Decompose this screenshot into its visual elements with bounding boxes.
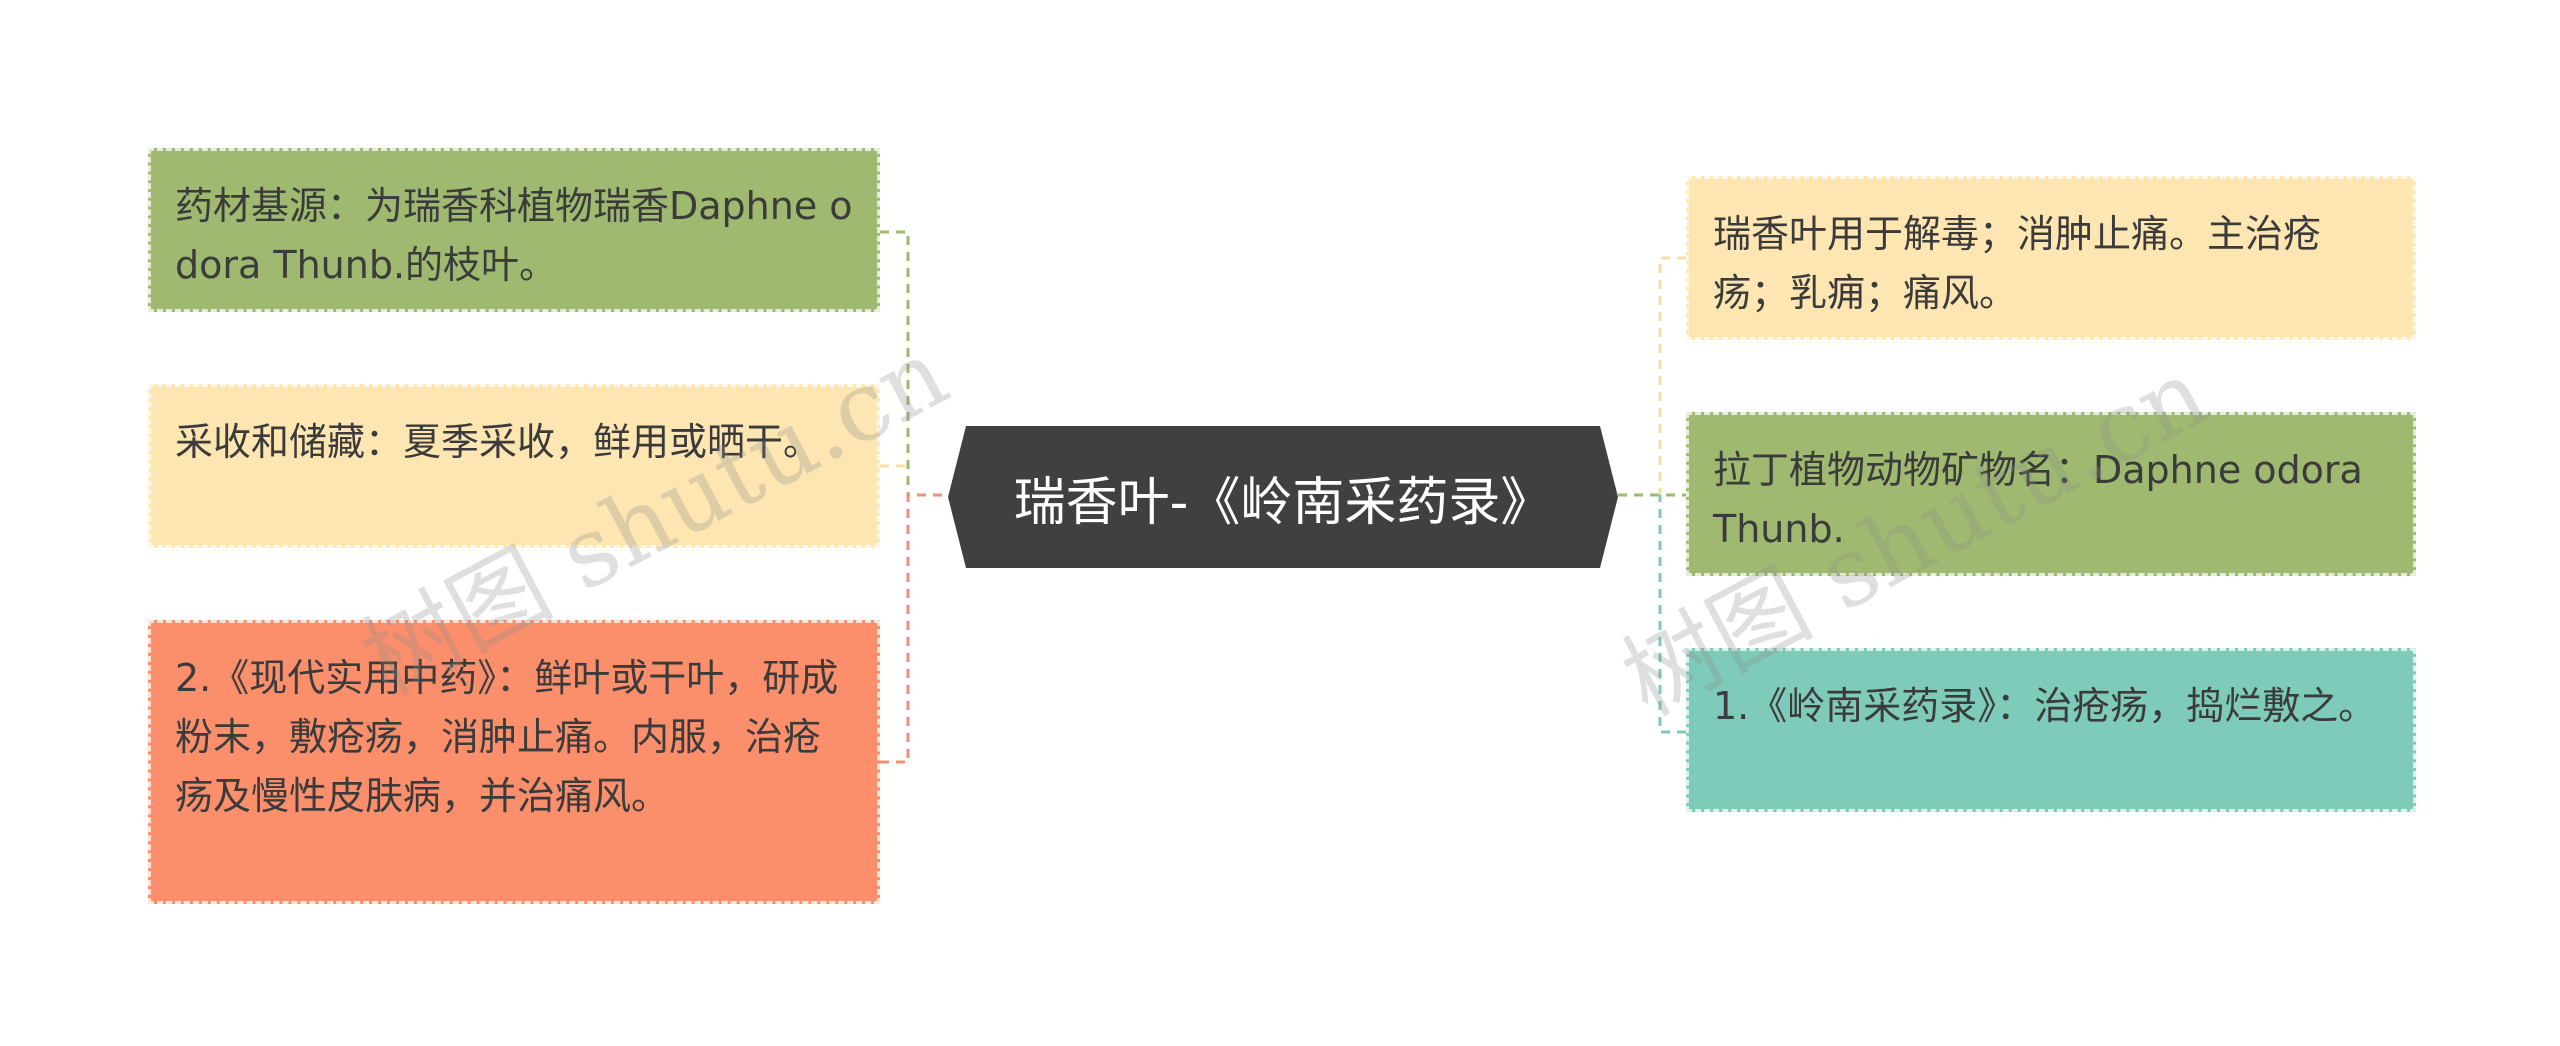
- right-node-usage-text: 瑞香叶用于解毒；消肿止痛。主治疮疡；乳痈；痛风。: [1713, 212, 2322, 315]
- connector-right-1: [1658, 256, 1686, 495]
- connector-left-1: [880, 230, 910, 495]
- right-node-lingnan-record[interactable]: 1.《岭南采药录》：治疮疡，捣烂敷之。: [1686, 648, 2416, 812]
- right-node-lingnan-record-text: 1.《岭南采药录》：治疮疡，捣烂敷之。: [1713, 684, 2377, 728]
- left-node-modern-medicine[interactable]: 2.《现代实用中药》：鲜叶或干叶，研成粉末，敷疮疡，消肿止痛。内服，治疮疡及慢性…: [148, 620, 880, 904]
- right-node-usage[interactable]: 瑞香叶用于解毒；消肿止痛。主治疮疡；乳痈；痛风。: [1686, 176, 2416, 340]
- left-node-source[interactable]: 药材基源：为瑞香科植物瑞香Daphne odora Thunb.的枝叶。: [148, 148, 880, 312]
- central-topic-background: [948, 426, 1618, 568]
- right-node-latin-name-text: 拉丁植物动物矿物名：Daphne odora Thunb.: [1713, 448, 2363, 551]
- central-topic-label: 瑞香叶-《岭南采药录》: [1013, 472, 1553, 533]
- left-node-harvest-text: 采收和储藏：夏季采收，鲜用或晒干。: [175, 420, 822, 464]
- central-topic[interactable]: 瑞香叶-《岭南采药录》: [948, 426, 1618, 568]
- left-node-modern-medicine-text: 2.《现代实用中药》：鲜叶或干叶，研成粉末，敷疮疡，消肿止痛。内服，治疮疡及慢性…: [175, 656, 839, 818]
- left-node-source-text: 药材基源：为瑞香科植物瑞香Daphne odora Thunb.的枝叶。: [175, 184, 853, 287]
- connector-right-3: [1658, 495, 1686, 734]
- left-node-harvest[interactable]: 采收和储藏：夏季采收，鲜用或晒干。: [148, 384, 880, 548]
- right-node-latin-name[interactable]: 拉丁植物动物矿物名：Daphne odora Thunb.: [1686, 412, 2416, 576]
- connector-left-3: [880, 493, 948, 764]
